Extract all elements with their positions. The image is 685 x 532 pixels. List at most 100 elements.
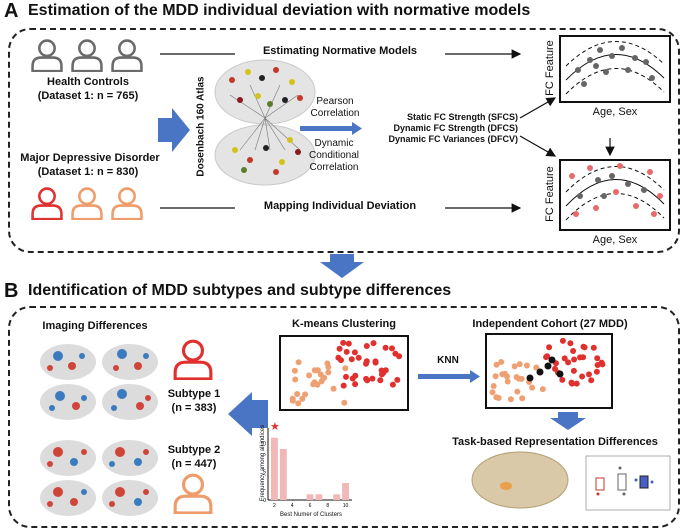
independent-label: Independent Cohort (27 MDD) — [472, 318, 628, 330]
cluster-point-orange — [325, 364, 332, 370]
cluster-point-red — [382, 344, 389, 351]
cluster-point-red — [593, 368, 600, 375]
cluster-point-orange — [492, 373, 499, 380]
knn-label: KNN — [437, 355, 459, 366]
cluster-point-orange — [513, 374, 520, 381]
subtype2-label: Subtype 2 — [167, 444, 221, 456]
cluster-point-orange — [523, 362, 530, 369]
blue-down-arrow-icon — [550, 412, 586, 430]
hist-ytick: 0 — [263, 498, 266, 504]
atlas-label: Dosenbach 160 Atlas — [195, 76, 207, 177]
dcc-label: Dynamic Conditional Correlation — [294, 138, 374, 174]
feature-to-top-arrow — [519, 97, 557, 119]
cluster-point-red — [364, 377, 371, 384]
cluster-point-orange — [539, 386, 546, 393]
cluster-point-red — [345, 340, 352, 347]
cluster-point-red — [377, 377, 384, 384]
normative-plot-bottom — [559, 159, 671, 231]
panel-down-arrow-icon — [320, 254, 364, 278]
cluster-point-orange — [295, 400, 302, 407]
brain-icon — [40, 384, 96, 420]
subtype1-n: (n = 383) — [171, 402, 217, 414]
cluster-point-orange — [504, 378, 511, 385]
cluster-point-red — [389, 381, 396, 388]
hist-ytick: 5 — [263, 470, 266, 476]
person-icon — [111, 187, 143, 220]
imaging-brain-icons — [40, 344, 158, 516]
normative-plot-top — [559, 35, 671, 103]
pearson-line-1: Pearson — [316, 96, 354, 107]
atlas-brain-icon — [214, 59, 316, 186]
person-icon — [31, 187, 63, 220]
subtype2-n: (n = 447) — [171, 458, 217, 470]
cluster-point-orange — [321, 374, 328, 381]
hist-xtick: 6 — [309, 503, 312, 509]
cluster-point-red — [380, 369, 387, 376]
hist-xtick: 2 — [273, 503, 276, 509]
cluster-point-orange — [489, 389, 496, 396]
blue-arrow-left-icon — [228, 392, 268, 436]
cluster-point-orange — [504, 373, 510, 380]
cluster-point-red — [590, 344, 597, 351]
cluster-point-red — [571, 356, 578, 363]
cluster-point-red — [343, 373, 349, 380]
task-brain-icon — [471, 451, 569, 509]
panel-a-title: Estimation of the MDD individual deviati… — [28, 2, 531, 19]
panel-b-letter: B — [4, 280, 19, 302]
cluster-point-red — [588, 377, 595, 384]
task-boxplot — [585, 455, 671, 511]
hist-xlabel: Best Numer of Clusters — [279, 512, 343, 518]
estimating-label: Estimating Normative Models — [235, 45, 445, 57]
cluster-point-red — [570, 367, 577, 374]
cluster-point-orange — [511, 363, 518, 370]
cluster-point-red — [561, 355, 568, 362]
plot-bottom-xlabel: Age, Sex — [592, 234, 638, 246]
person-icon — [31, 39, 63, 72]
cluster-point-orange — [313, 367, 320, 374]
hist-ylabel: Frequency among all indices — [260, 424, 266, 502]
cluster-point-red — [336, 345, 343, 352]
cluster-point-orange — [518, 375, 525, 382]
plot-bottom-ylabel: FC Feature — [544, 166, 556, 222]
dcc-line-3: Correlation — [309, 162, 359, 173]
cluster-point-orange — [302, 391, 309, 398]
hist-bar-2 — [271, 437, 278, 500]
hist-xtick: 10 — [343, 503, 349, 509]
cluster-point-orange — [294, 391, 301, 397]
cluster-point-red — [351, 349, 358, 356]
cluster-point-orange — [299, 395, 306, 402]
cluster-point-red — [546, 344, 553, 351]
cluster-point-red — [579, 373, 586, 380]
plot-top-xlabel: Age, Sex — [592, 106, 638, 118]
person-icon — [111, 39, 143, 72]
cluster-point-orange — [507, 396, 514, 403]
hc-label: Health Controls — [47, 76, 129, 88]
cluster-point-orange — [498, 359, 505, 365]
hist-bar-10 — [342, 483, 349, 500]
cluster-point-orange — [529, 384, 536, 391]
cluster-point-red — [343, 348, 350, 355]
hist-ytick: 10 — [260, 441, 266, 447]
dcc-line-1: Dynamic — [314, 138, 354, 149]
cluster-point-red — [355, 354, 362, 361]
cluster-point-orange — [499, 371, 506, 378]
hc-dataset: (Dataset 1: n = 765) — [37, 90, 139, 102]
cluster-point-red — [340, 339, 347, 346]
mapping-label: Mapping Individual Deviation — [235, 200, 445, 212]
thin-blue-arrow-icon — [300, 122, 362, 135]
cluster-point-orange — [495, 395, 502, 401]
cluster-point-red — [394, 376, 401, 383]
hist-bar-9 — [333, 494, 341, 500]
hist-bar-6 — [306, 494, 314, 500]
pearson-line-2: Correlation — [310, 108, 360, 119]
cluster-point-red — [559, 376, 566, 383]
brain-icon — [102, 344, 158, 380]
hist-xtick: 4 — [291, 503, 294, 509]
cluster-point-red — [581, 344, 588, 351]
mdd-dataset: (Dataset 1: n = 830) — [37, 166, 139, 178]
cluster-point-orange — [516, 361, 523, 368]
brain-icon — [40, 440, 96, 476]
mdd-label: Major Depressive Disorder — [20, 152, 160, 164]
cluster-point-red — [567, 340, 574, 347]
